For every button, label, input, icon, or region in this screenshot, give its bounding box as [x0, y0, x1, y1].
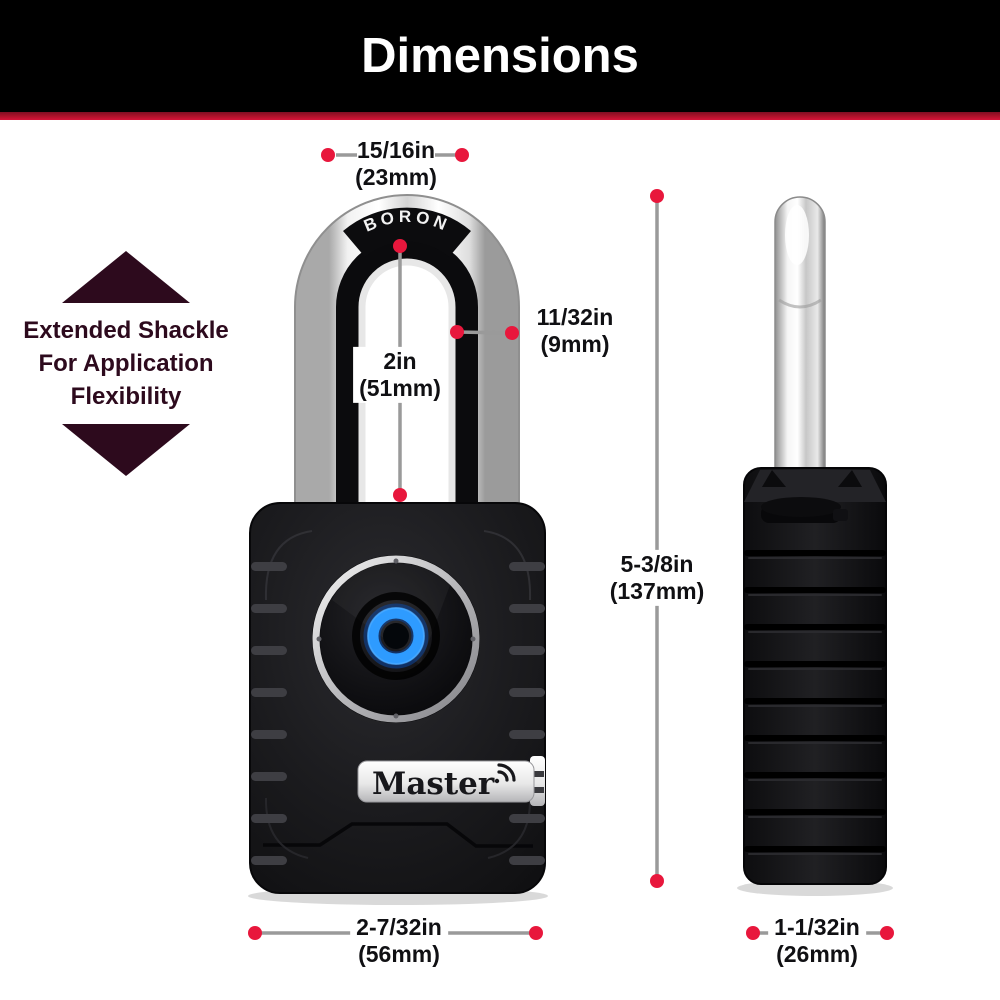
label-overall-height: 5-3/8in (137mm) [603, 549, 711, 607]
side-padlock [737, 196, 893, 896]
label-body-depth: 1-1/32in (26mm) [768, 912, 866, 970]
front-padlock: BORON [248, 194, 548, 905]
label-shackle-diameter: 11/32in (9mm) [536, 303, 614, 357]
side-body [743, 467, 887, 885]
dimension-dot [393, 488, 407, 502]
front-shackle-inner-highlight [358, 258, 456, 508]
brand-text: Master [372, 766, 495, 802]
callout-text: Extended Shackle For Application Flexibi… [23, 317, 229, 410]
label-body-width: 2-7/32in (56mm) [350, 912, 448, 970]
callout-arrow-down-icon [62, 424, 190, 476]
front-shackle: BORON [294, 194, 520, 512]
dimension-dot [393, 239, 407, 253]
side-grip-ribs [744, 550, 886, 855]
front-shackle-shadow-stripe [336, 236, 478, 508]
dial [312, 555, 480, 723]
wireless-icon [494, 763, 516, 784]
header-accent-stripe [0, 112, 1000, 120]
front-body: Master [249, 502, 546, 894]
front-grip-ribs-left [251, 562, 287, 865]
page-title: Dimensions [361, 29, 639, 83]
feature-callout: Extended Shackle For Application Flexibi… [23, 251, 229, 476]
header-banner: Dimensions [0, 0, 1000, 112]
label-shackle-width: 15/16in (23mm) [355, 136, 437, 190]
dimension-dots [248, 148, 894, 940]
callout-arrow-up-icon [62, 251, 190, 303]
side-shackle [774, 196, 826, 528]
brand-plate: Master [357, 756, 545, 806]
front-shackle-top-stripe [343, 207, 471, 258]
side-shackle-collar [761, 497, 848, 523]
label-shackle-clearance: 2in (51mm) [353, 346, 447, 404]
bluetooth-button [363, 603, 429, 669]
